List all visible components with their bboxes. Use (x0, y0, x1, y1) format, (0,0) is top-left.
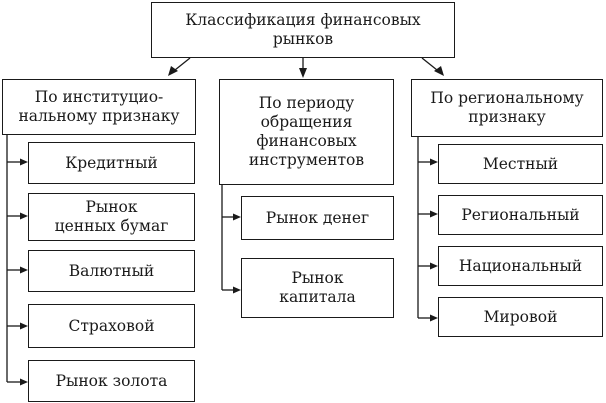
arrowhead-col2-item2 (233, 286, 241, 294)
arrowhead-col1-item5 (20, 378, 28, 386)
item-securities: Рынок ценных бумаг (28, 193, 195, 241)
column-header-period: По периоду обращения финансовых инструме… (219, 79, 394, 185)
arrowhead-col1-header (168, 66, 178, 76)
item-label: Рынок золота (55, 371, 168, 390)
root-title: Классификация финансовых рынков (185, 11, 421, 48)
column-header-label: По региональному признаку (430, 89, 584, 126)
item-label: Кредитный (65, 153, 158, 172)
arrowhead-col1-item4 (20, 322, 28, 330)
item-credit: Кредитный (28, 142, 195, 184)
arrowhead-col2-item1 (233, 213, 241, 221)
root-box: Классификация финансовых рынков (151, 2, 455, 58)
item-label: Рынок денег (265, 208, 370, 227)
item-label: Местный (482, 154, 559, 173)
column-header-label: По институцио- нальному признаку (18, 88, 180, 125)
item-label: Рынок капитала (279, 269, 356, 306)
arrowhead-col3-item2 (430, 210, 438, 218)
item-label: Страховой (68, 316, 155, 335)
arrowhead-col1-item3 (20, 266, 28, 274)
item-capital-market: Рынок капитала (241, 258, 394, 318)
item-currency: Валютный (28, 250, 195, 292)
arrowhead-col3-item3 (430, 262, 438, 270)
item-national: Национальный (438, 246, 603, 286)
column-header-label: По периоду обращения финансовых инструме… (248, 94, 365, 169)
arrowhead-col3-item4 (430, 314, 438, 322)
connector-root-to-col3 (421, 57, 438, 71)
item-regional: Региональный (438, 195, 603, 235)
column-header-regional: По региональному признаку (411, 79, 603, 137)
arrowhead-col1-item2 (20, 212, 28, 220)
connector-root-to-col1 (174, 57, 191, 71)
item-insurance: Страховой (28, 304, 195, 348)
arrowhead-col3-header (434, 66, 444, 76)
arrowhead-col1-item1 (20, 158, 28, 166)
arrowhead-col2-header (299, 68, 307, 78)
item-label: Рынок ценных бумаг (54, 198, 169, 235)
item-label: Мировой (483, 307, 558, 326)
item-gold: Рынок золота (28, 360, 195, 402)
item-label: Валютный (68, 261, 155, 280)
item-money-market: Рынок денег (241, 196, 394, 240)
item-label: Национальный (458, 256, 583, 275)
item-world: Мировой (438, 297, 603, 337)
arrowhead-col3-item1 (430, 158, 438, 166)
column-header-institutional: По институцио- нальному признаку (2, 79, 196, 135)
item-label: Региональный (461, 205, 580, 224)
item-local: Местный (438, 144, 603, 184)
